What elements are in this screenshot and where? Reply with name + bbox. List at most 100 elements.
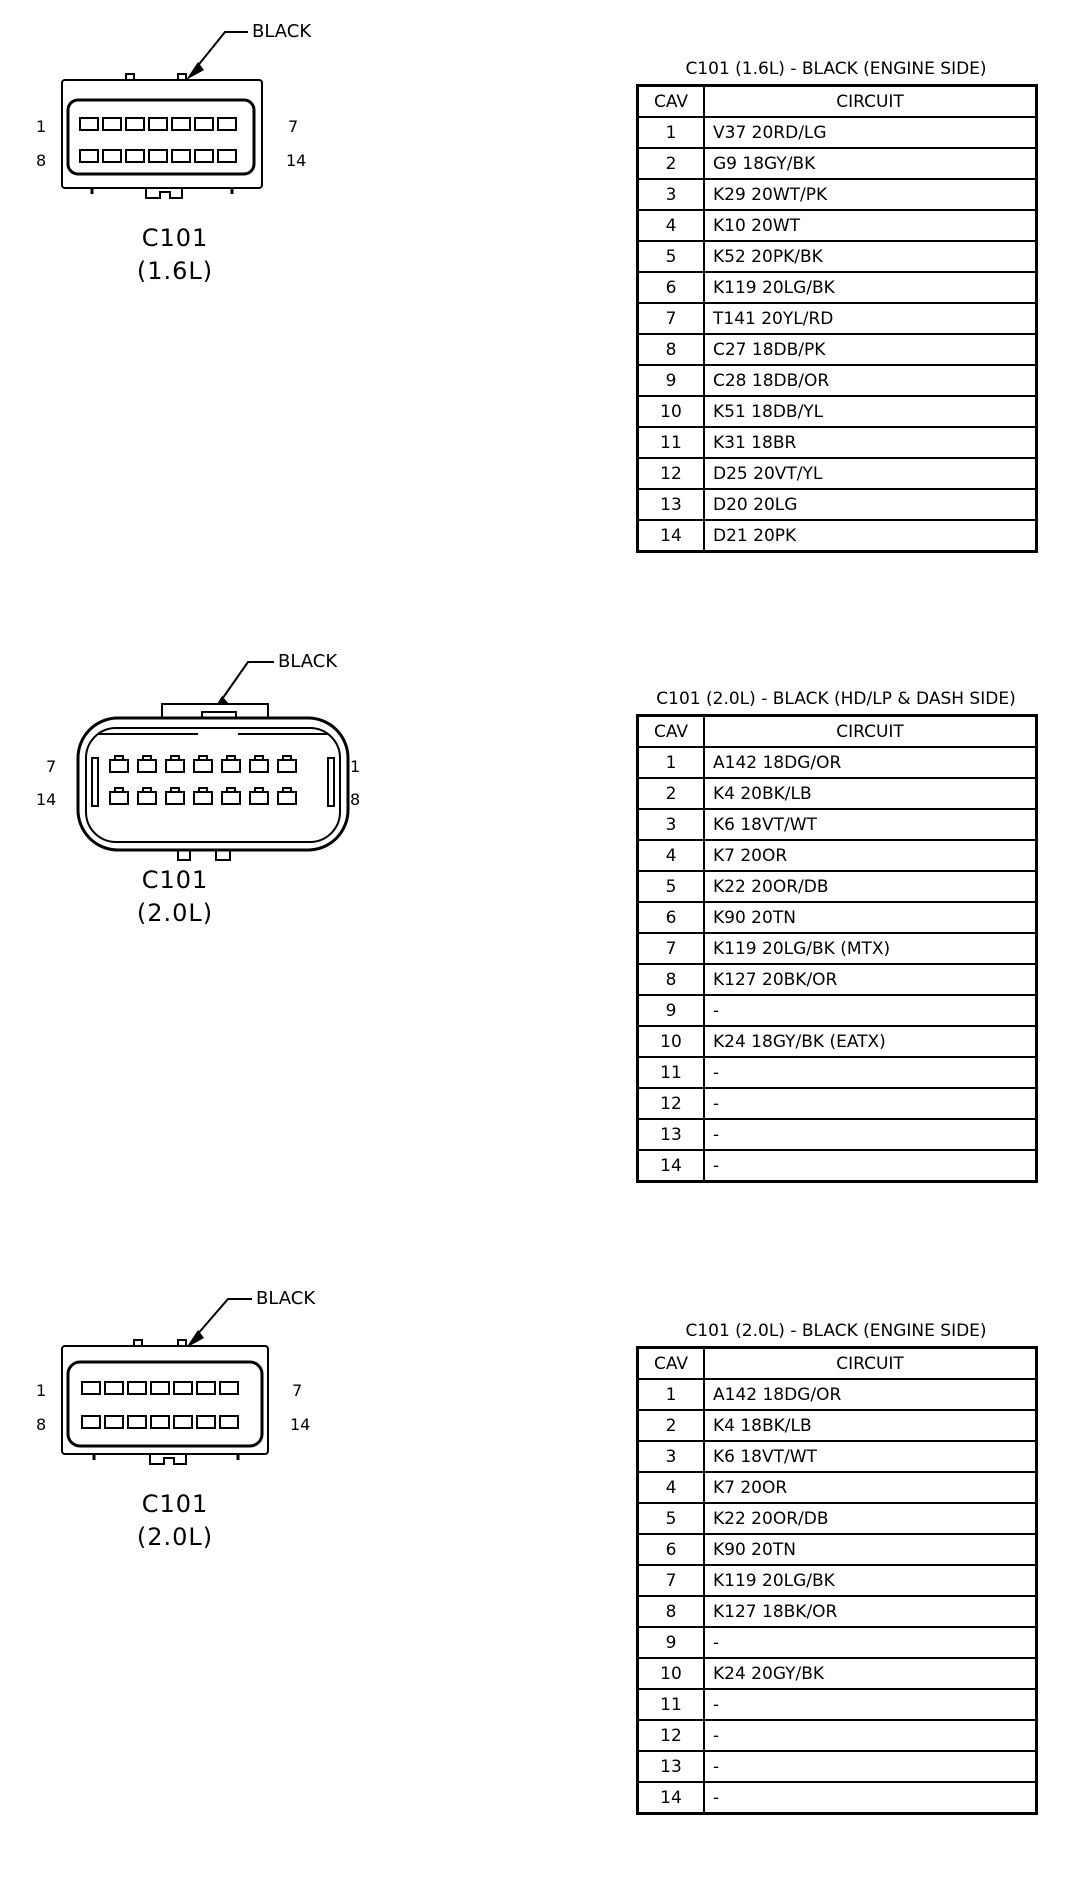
cav-cell: 9	[636, 364, 705, 397]
circuit-cell: K29 20WT/PK	[703, 178, 1038, 211]
cav-cell: 10	[636, 1657, 705, 1690]
cav-cell: 4	[636, 209, 705, 242]
pinout-header-row: CAV CIRCUIT	[636, 714, 1038, 748]
pin-label-top-right: 7	[292, 1381, 302, 1400]
cavity	[173, 1415, 193, 1429]
table-row: 9-	[636, 994, 1038, 1027]
cavity	[125, 149, 145, 163]
cavity	[165, 755, 185, 773]
cav-cell: 7	[636, 932, 705, 965]
cav-cell: 9	[636, 994, 705, 1027]
cavity	[196, 1415, 216, 1429]
circuit-cell: G9 18GY/BK	[703, 147, 1038, 180]
circuit-cell: -	[703, 1750, 1038, 1783]
cavity	[81, 1381, 101, 1395]
cavity	[171, 149, 191, 163]
cavity	[109, 787, 129, 805]
pin-label-bottom-left: 8	[36, 1415, 46, 1434]
cav-column-header: CAV	[636, 714, 705, 748]
cav-cell: 11	[636, 1688, 705, 1721]
cavity	[277, 755, 297, 773]
cav-cell: 5	[636, 240, 705, 273]
circuit-cell: K127 18BK/OR	[703, 1595, 1038, 1628]
cavity	[109, 755, 129, 773]
circuit-cell: K7 20OR	[703, 839, 1038, 872]
connector-body	[76, 716, 350, 852]
circuit-cell: K90 20TN	[703, 1533, 1038, 1566]
connector-face-diagram: BLACK	[20, 634, 360, 864]
pin-label-top-right: 7	[288, 117, 298, 136]
cavity	[125, 117, 145, 131]
cavity	[165, 787, 185, 805]
circuit-cell: K22 20OR/DB	[703, 1502, 1038, 1535]
connector-caption: C101 (2.0L)	[60, 864, 290, 930]
pin-label-bottom-right: 14	[286, 151, 306, 170]
cav-cell: 14	[636, 1781, 705, 1815]
circuit-cell: -	[703, 1626, 1038, 1659]
cav-cell: 7	[636, 1564, 705, 1597]
circuit-cell: D21 20PK	[703, 519, 1038, 553]
connector-caption-name: C101	[141, 1490, 209, 1518]
cav-cell: 6	[636, 1533, 705, 1566]
cav-cell: 14	[636, 1149, 705, 1183]
circuit-cell: K7 20OR	[703, 1471, 1038, 1504]
cavity	[196, 1381, 216, 1395]
callout-arrowhead	[186, 62, 204, 80]
table-row: 9-	[636, 1626, 1038, 1659]
connector-face-svg: BLACK	[36, 21, 312, 199]
circuit-cell: K119 20LG/BK	[703, 1564, 1038, 1597]
cav-cell: 2	[636, 1409, 705, 1442]
circuit-cell: -	[703, 1688, 1038, 1721]
cav-cell: 11	[636, 426, 705, 459]
cavity	[104, 1415, 124, 1429]
cavity	[148, 149, 168, 163]
connector-face-diagram: BLACK	[20, 0, 350, 220]
connector-face-svg: BLACK	[36, 1288, 316, 1465]
cav-cell: 5	[636, 1502, 705, 1535]
connector-inner-face	[85, 727, 341, 843]
cav-cell: 1	[636, 746, 705, 779]
pinout-table-title: C101 (2.0L) - BLACK (HD/LP & DASH SIDE)	[656, 689, 1016, 709]
circuit-cell: D20 20LG	[703, 488, 1038, 521]
circuit-cell: K119 20LG/BK	[703, 271, 1038, 304]
pin-label-top-left: 1	[36, 1381, 46, 1400]
cavity	[79, 149, 99, 163]
cav-cell: 5	[636, 870, 705, 903]
cavity	[217, 149, 237, 163]
callout-arrowhead	[186, 1330, 204, 1348]
cav-cell: 10	[636, 1025, 705, 1058]
cavity-row-bottom	[109, 787, 297, 805]
cav-cell: 13	[636, 1118, 705, 1151]
connector-caption-variant: (1.6L)	[136, 257, 214, 285]
cavity	[249, 787, 269, 805]
cavity	[277, 787, 297, 805]
cav-cell: 13	[636, 488, 705, 521]
pinout-header-row: CAV CIRCUIT	[636, 84, 1038, 118]
bottom-latch	[145, 188, 183, 199]
table-row: 12-	[636, 1719, 1038, 1752]
circuit-cell: K119 20LG/BK (MTX)	[703, 932, 1038, 965]
connector-caption-variant: (2.0L)	[136, 899, 214, 927]
table-row: 12-	[636, 1087, 1038, 1120]
cavity	[173, 1381, 193, 1395]
side-slot	[327, 757, 335, 807]
cav-cell: 2	[636, 147, 705, 180]
cavity	[221, 787, 241, 805]
circuit-column-header: CIRCUIT	[703, 714, 1038, 748]
table-row: 13-	[636, 1118, 1038, 1151]
cavity	[79, 117, 99, 131]
cavity	[148, 117, 168, 131]
cav-cell: 8	[636, 333, 705, 366]
circuit-cell: K10 20WT	[703, 209, 1038, 242]
